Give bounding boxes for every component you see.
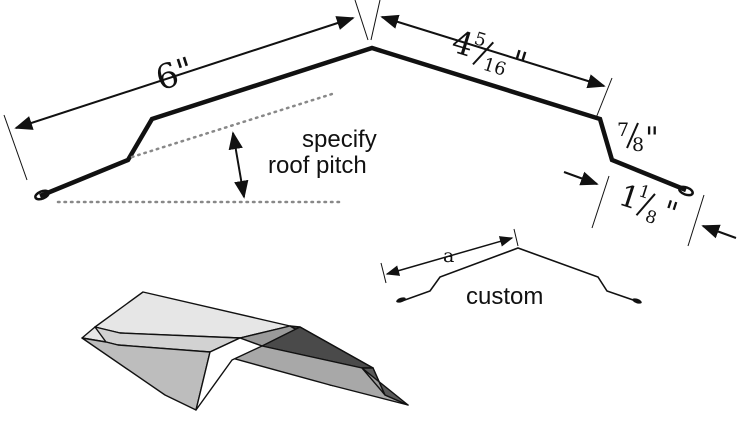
svg-text:7: 7 xyxy=(617,119,629,141)
cap-front-edge xyxy=(195,337,263,411)
cap-left-top-face xyxy=(94,291,291,339)
custom-profile-line xyxy=(401,247,637,302)
pitch-label-line1: specify xyxy=(302,126,377,153)
custom-dim-label: a xyxy=(443,245,454,267)
left-hem xyxy=(34,189,50,201)
custom-profile: a custom xyxy=(380,228,642,310)
custom-dim-arrow xyxy=(385,236,514,276)
pitch-reference-lines xyxy=(56,92,342,204)
custom-witness-left xyxy=(380,262,387,284)
seven-eighths-label: 7 8 " xyxy=(617,119,659,156)
six-inch-label: 6" xyxy=(151,50,199,100)
cap-right-flange xyxy=(361,367,409,406)
six-inch-dim-arrow xyxy=(14,16,355,130)
pitch-arrow xyxy=(228,131,249,199)
svg-text:": " xyxy=(645,121,659,156)
witness-lines xyxy=(3,0,705,247)
right-hem xyxy=(678,185,694,197)
svg-text:8: 8 xyxy=(632,134,644,156)
custom-label: custom xyxy=(466,283,543,310)
main-profile xyxy=(34,45,694,201)
ridge-cap-3d xyxy=(81,291,409,411)
custom-witness-right xyxy=(513,228,519,247)
svg-text:16: 16 xyxy=(480,54,508,81)
four-5-16-dim-arrow xyxy=(380,14,606,89)
hem-arrow-left xyxy=(563,171,599,186)
hem-arrow-right xyxy=(701,224,737,239)
svg-text:": " xyxy=(658,194,682,232)
pitch-label-line2: roof pitch xyxy=(268,152,367,179)
ridge-profile-line xyxy=(39,45,687,199)
svg-text:8: 8 xyxy=(643,207,659,229)
